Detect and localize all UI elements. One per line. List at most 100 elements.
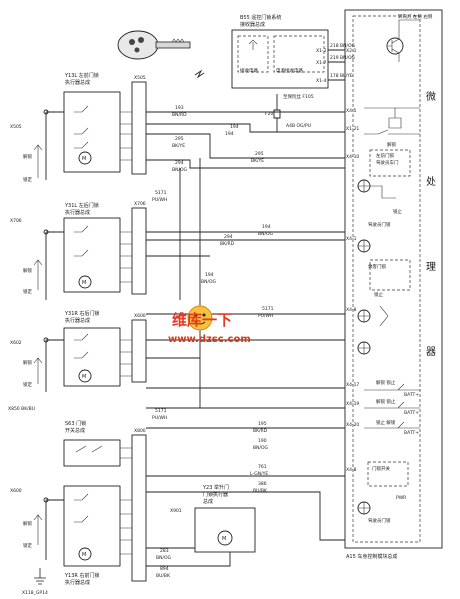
ground-label: X118_GP14 — [22, 590, 48, 596]
s63-title: S63 门锁 — [65, 420, 86, 427]
x600-label: X600 — [10, 488, 22, 494]
bat-2: BATT+ — [404, 410, 419, 416]
x706-label: X706 — [10, 218, 22, 224]
bcm-vertical-2: 处 — [426, 176, 436, 188]
wire-294-color: BN/OG — [172, 167, 188, 173]
wire-283: 283 — [160, 548, 169, 554]
watermark-url: www.dzsc.com — [168, 334, 251, 345]
svg-text:M: M — [82, 280, 86, 286]
wire-295-color: BK/YE — [172, 143, 185, 149]
y13l-title: Y13L 左前门锁 — [64, 72, 99, 79]
wire-5171b-color: PU/WH — [258, 313, 273, 319]
y31l-subtitle: 执行器总成 — [65, 209, 90, 216]
fuse-wire: A4B OG/PU — [286, 123, 311, 129]
wire-195: 195 — [258, 421, 267, 427]
wiring-harness — [120, 111, 345, 567]
y31l-lock-switch: X706 解锁 锁定 — [10, 218, 64, 300]
wire-5171c-color: PU/WH — [152, 415, 167, 421]
watermark-logo: 维库一下 www.dzsc.com — [168, 305, 251, 345]
b55-sub1: 接收电路 — [240, 67, 258, 74]
bcm-label-r5: 锁止 — [393, 208, 402, 215]
y31l-actuator: Y31L 左后门锁 执行器总成 M — [63, 202, 121, 293]
wire-283-color: BN/OG — [156, 555, 172, 561]
a15-bcm-module: 微 处 理 器 A15 车身控制模块总成 — [344, 9, 443, 560]
s63-lock-switch: S63 门锁 开关总成 — [63, 420, 121, 467]
wire-294b-color: BK/RD — [220, 241, 235, 247]
bcm-vertical-4: 器 — [426, 346, 436, 358]
wire-194b: 194 — [262, 224, 271, 230]
y13r-unlock: 解锁 — [23, 520, 32, 527]
b55-wire-1: 218 BN/OG — [330, 43, 356, 49]
bcm-label-r13: 驾驶员门锁 — [368, 517, 391, 524]
label-x4-20: X4-20 — [346, 422, 359, 428]
y31r-unlock: 解锁 — [23, 359, 32, 366]
b55-pin-3: X1-4 — [316, 78, 327, 84]
bcm-label-r2: 解锁 — [387, 141, 396, 148]
label-x4-8: X4-8 — [346, 307, 357, 313]
wire-295: 295 — [175, 136, 184, 142]
wire-386: 386 — [258, 481, 267, 487]
bcm-vertical-3: 理 — [426, 261, 436, 273]
b55-wire-3: 178 BL/YE — [330, 73, 353, 79]
wire-294b: 294 — [224, 234, 233, 240]
y13l-unlock: 解锁 — [23, 153, 32, 160]
conn-x706: X706 — [134, 201, 146, 207]
y31l-unlock: 解锁 — [23, 267, 32, 274]
wire-295b-color: BK/YE — [251, 158, 264, 164]
b55-receiver-module: B55 遥控门锁系统 接收器总成 接收电路 电源接收电路 — [231, 14, 329, 89]
wire-5171a: 5171 — [155, 190, 167, 196]
s63-subtitle: 开关总成 — [65, 427, 85, 434]
y13r-actuator: M Y13R 右前门锁 执行器总成 — [63, 485, 121, 586]
wire-194b-color: BN/OG — [258, 231, 274, 237]
wire-386-color: BU/BK — [253, 488, 268, 494]
bcm-label-r10: 解锁 锁止 — [376, 398, 396, 405]
label-x4-10: X4-10 — [346, 154, 359, 160]
y13l-lock: 锁定 — [23, 176, 32, 183]
wire-5171a-color: PU/WH — [152, 197, 167, 203]
x602-label: X602 — [10, 340, 22, 346]
bcm-label-r11: 锁止 解锁 — [376, 419, 396, 426]
b55-pin-2: X1-7 — [316, 60, 327, 66]
bcm-label-r4: 驾驶员车门 — [376, 159, 399, 166]
y31r-title: Y31R 右后门锁 — [64, 310, 99, 317]
y13r-lock: 锁定 — [23, 542, 32, 549]
wire-5171c: 5171 — [155, 408, 167, 414]
wire-295b: 295 — [255, 151, 264, 157]
wire-761-color: L-GN/YE — [250, 471, 268, 477]
y13r-lock-switch: X600 解锁 锁定 — [10, 488, 64, 560]
y31r-subtitle: 执行器总成 — [65, 317, 90, 324]
conn-x800: X800 — [134, 428, 146, 434]
y13r-subtitle: 执行器总成 — [65, 579, 90, 586]
bcm-turn-signal-driver: 转向灯 左侧 右侧 — [386, 13, 433, 62]
b55-subtitle: 接收器总成 — [240, 21, 265, 28]
fuse-label: 至保险丝 F105 — [283, 93, 314, 100]
bcm-internal-circuit: 解锁 左前门锁 驾驶员车门 锁止 驾驶员门锁 乘客门锁 锁止 解锁 锁止 解锁 … — [357, 107, 420, 524]
bcm-label-r3: 左前门锁 — [376, 152, 394, 159]
y13r-title: Y13R 右前门锁 — [64, 572, 99, 579]
label-x2-1: X2-1 — [346, 48, 357, 54]
conn-x505: X505 — [134, 75, 146, 81]
label-x4-5: X4-5 — [346, 108, 357, 114]
wire-195-color: BK/RD — [253, 428, 268, 434]
wire-894-color: BU/BK — [156, 573, 171, 579]
wire-761: 761 — [258, 464, 267, 470]
label-x4-19: X4-19 — [346, 401, 359, 407]
bcm-label-r8: 锁止 — [374, 291, 383, 298]
fuse-id: F20 — [265, 111, 273, 117]
watermark-text: 维库一下 — [172, 311, 232, 329]
bcm-vertical-1: 微 — [426, 90, 436, 103]
wire-193: 193 — [175, 105, 184, 111]
y13l-lock-switch: X505 解锁 锁定 — [10, 109, 64, 183]
wire-190-color: BN/OG — [253, 445, 269, 451]
y31l-lock: 锁定 — [23, 288, 32, 295]
bcm-label-r1: 转向灯 左侧 右侧 — [398, 13, 433, 20]
x500-label: X505 — [10, 124, 22, 130]
y23-title: Y23 举升门 — [202, 484, 229, 491]
bcm-caption: A15 车身控制模块总成 — [346, 553, 397, 560]
y31r-lock-switch: X602 解锁 锁定 — [10, 337, 64, 392]
y31l-title: Y31L 左后门锁 — [64, 202, 99, 209]
y13l-actuator: Y13L 左前门锁 执行器总成 M — [63, 72, 121, 173]
b55-pin-1: X1-2 — [316, 48, 327, 54]
bcm-label-r12: 门锁开关 — [372, 465, 390, 472]
